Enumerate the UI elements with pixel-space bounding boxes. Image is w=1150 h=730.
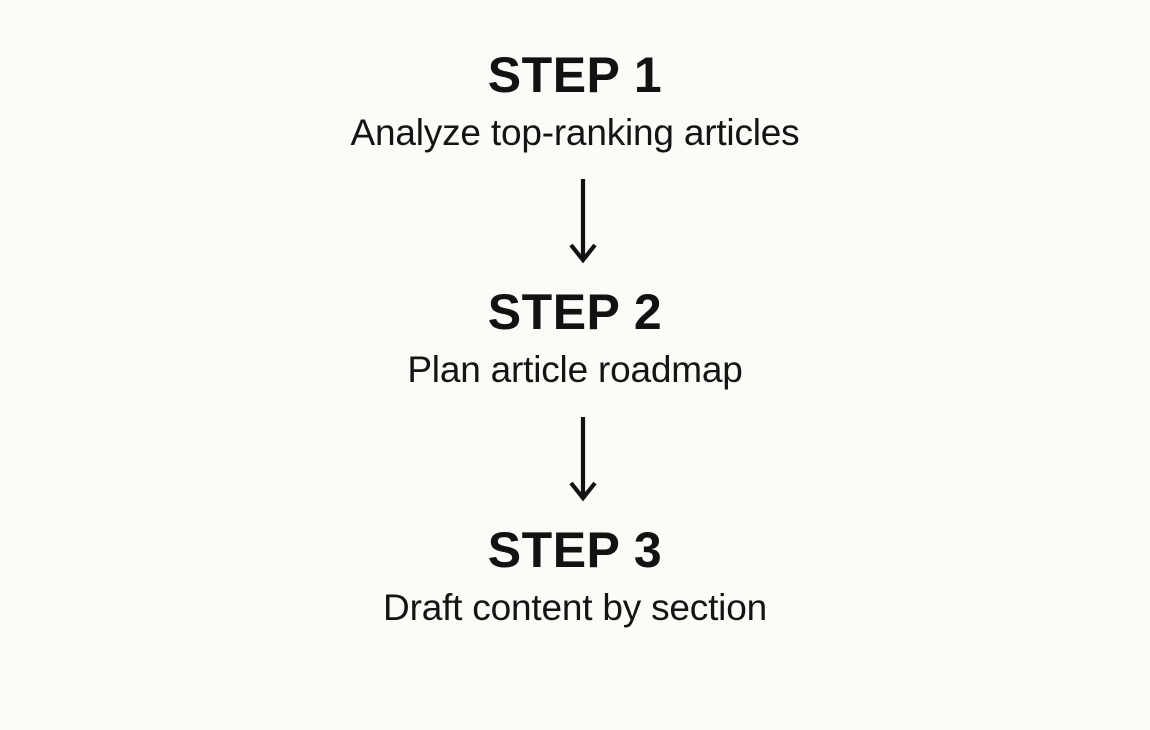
flow-step-1: STEP 1 Analyze top-ranking articles — [0, 48, 1150, 153]
connector-1 — [566, 179, 600, 264]
flow-step-2: STEP 2 Plan article roadmap — [0, 285, 1150, 390]
step-1-title: STEP 1 — [487, 47, 663, 103]
step-1-description: Analyze top-ranking articles — [350, 112, 800, 153]
step-3-title: STEP 3 — [487, 521, 663, 578]
step-2-title: STEP 2 — [487, 284, 663, 341]
arrow-down-icon — [566, 416, 600, 502]
step-3-description: Draft content by section — [383, 586, 767, 628]
connector-2 — [566, 416, 600, 502]
arrow-down-icon — [566, 179, 600, 264]
step-2-description: Plan article roadmap — [407, 349, 743, 391]
flow-step-3: STEP 3 Draft content by section — [0, 523, 1150, 628]
